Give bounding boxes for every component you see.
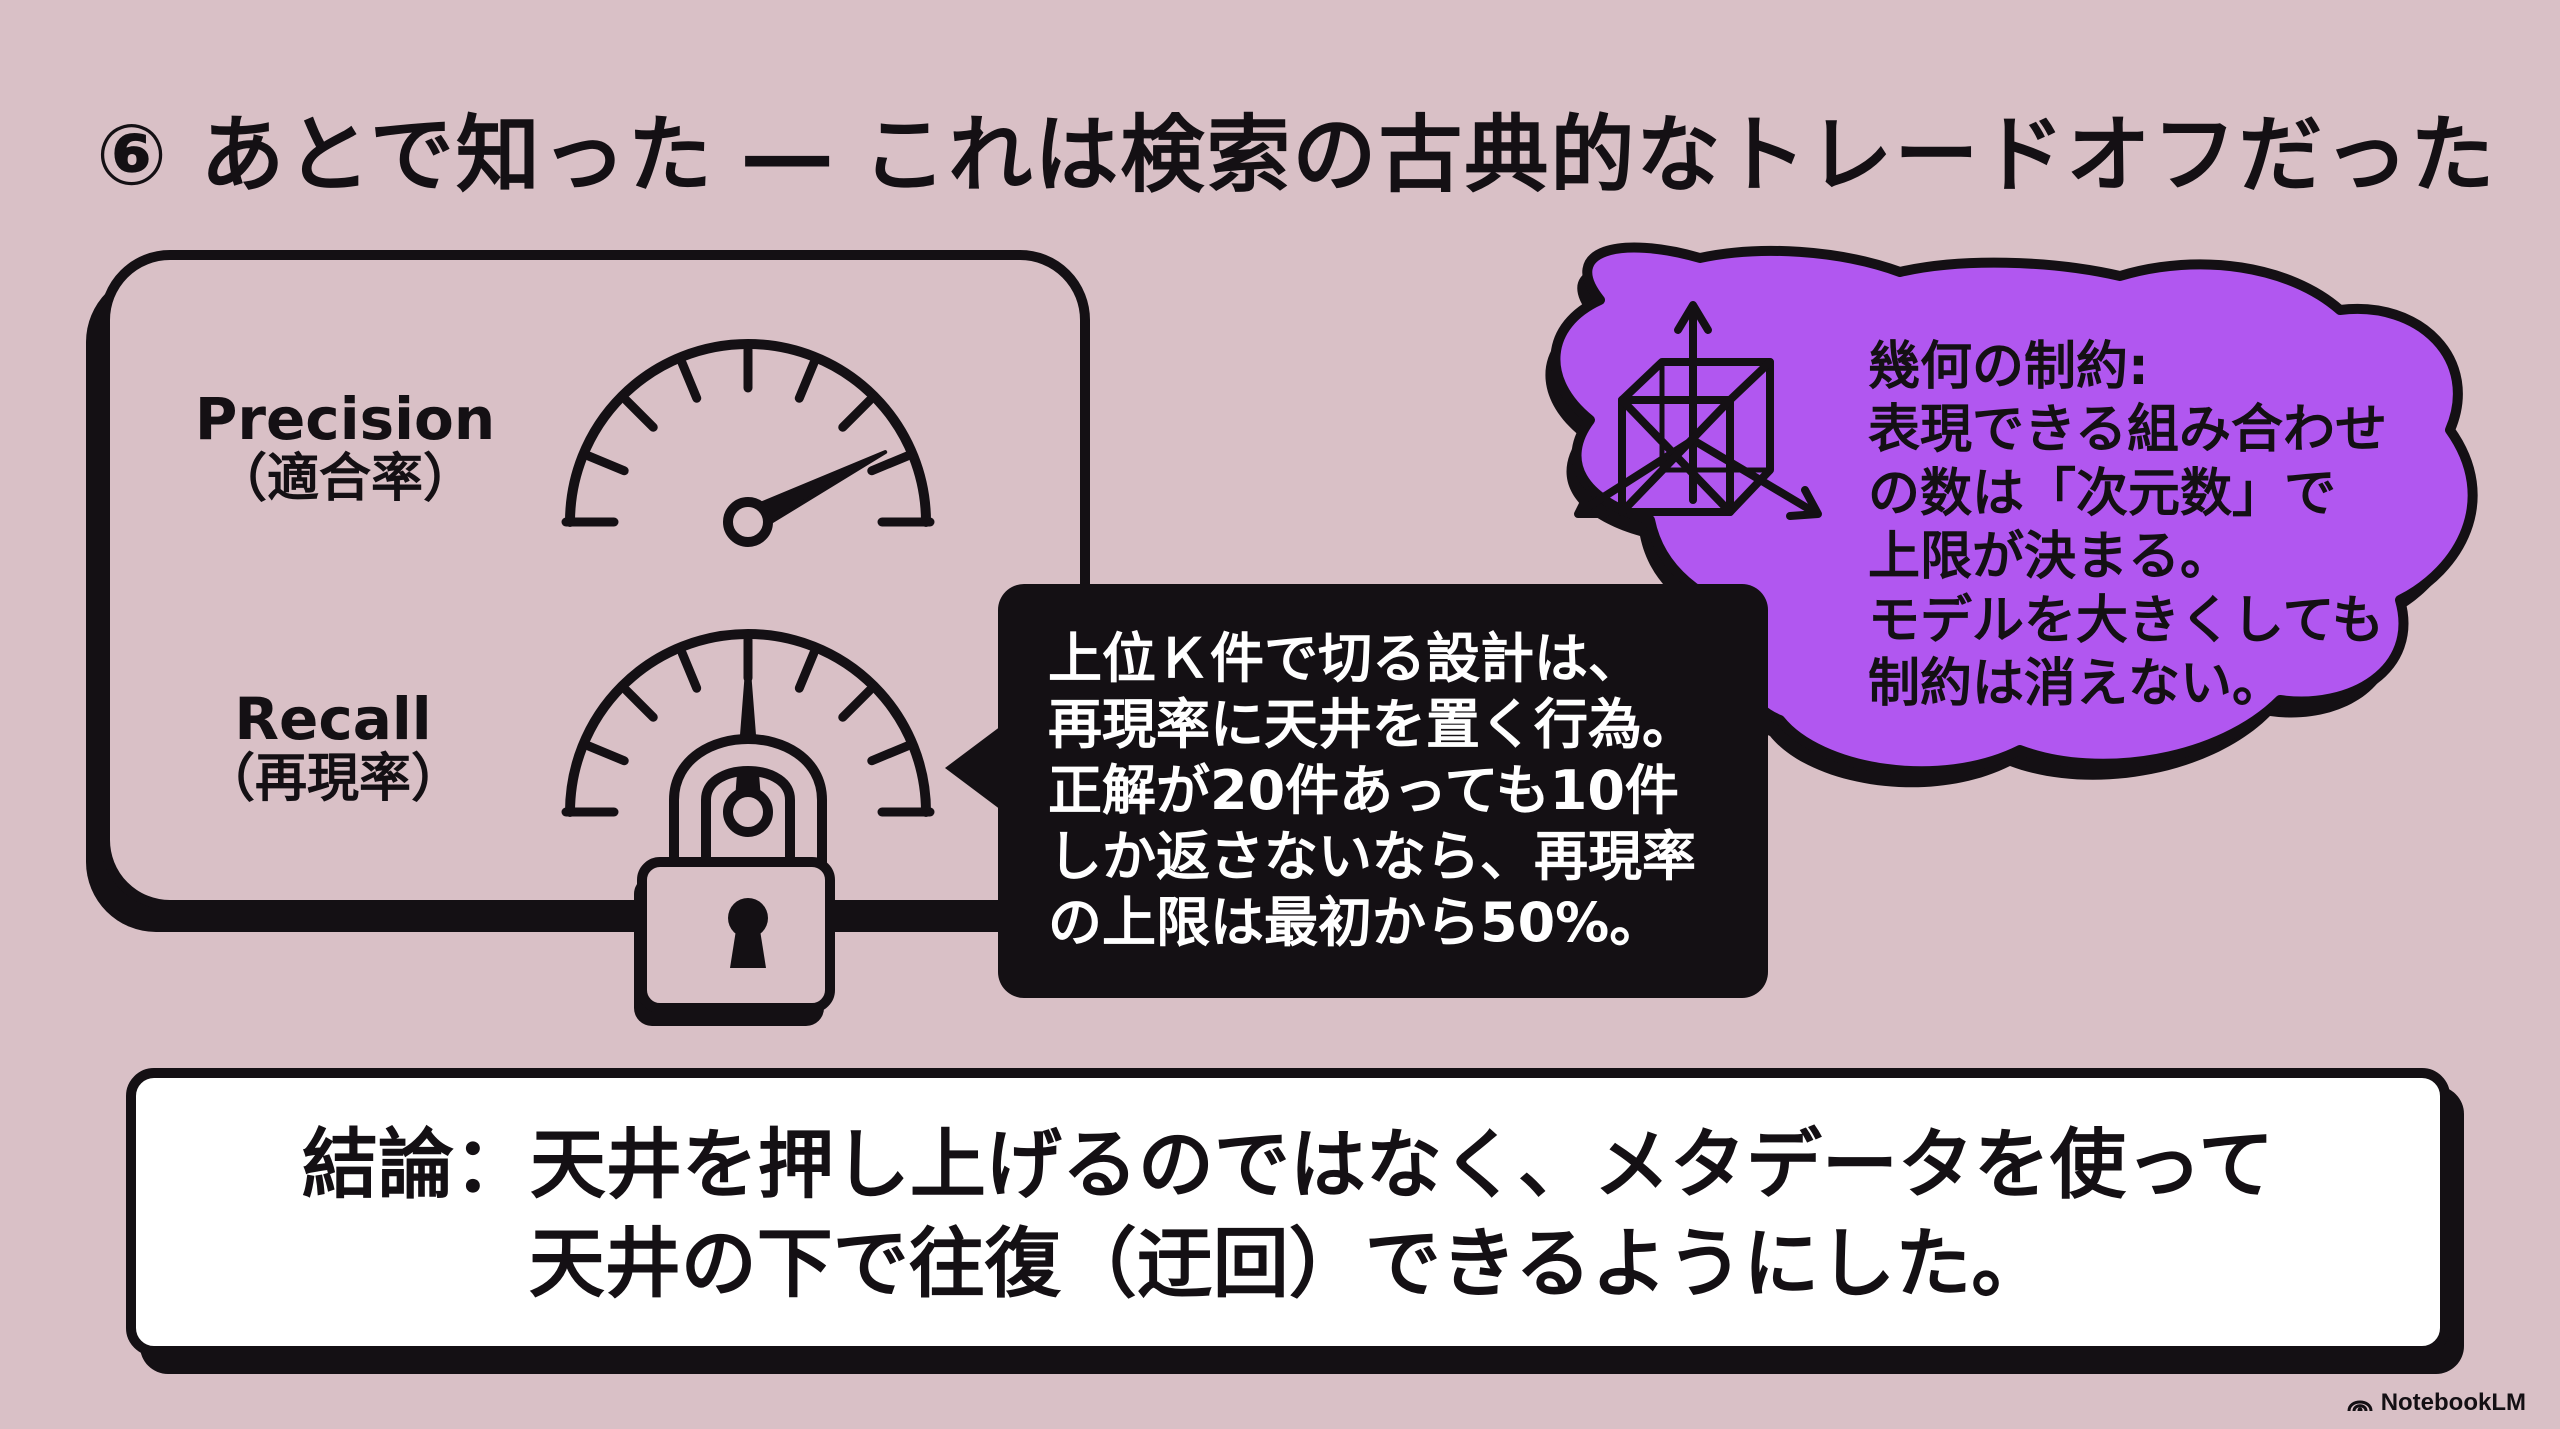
recall-gauge-tick <box>794 648 819 693</box>
cloud-text: 幾何の制約: 表現できる組み合わせ の数は「次元数」で 上限が決まる。 モデルを… <box>1868 337 2387 715</box>
precision-label: Precision <box>194 385 496 453</box>
watermark: NotebookLM <box>2347 1389 2526 1417</box>
conclusion-line-2: 天井の下で往復（迂回）できるようにした。 <box>528 1218 2048 1308</box>
cloud-shape <box>1545 242 2478 788</box>
precision-sublabel: （適合率） <box>214 448 475 509</box>
recall-label: Recall <box>234 685 432 753</box>
recall-gauge-tick <box>677 648 702 693</box>
conclusion-box: 結論：天井を押し上げるのではなく、メタデータを使って 天井の下で往復（迂回）でき… <box>126 1068 2450 1356</box>
precision-gauge-tick <box>584 451 629 476</box>
recall-gauge <box>561 629 935 837</box>
recall-gauge-tick <box>867 741 912 766</box>
callout-text: 上位Ｋ件で切る設計は、 再現率に天井を置く行為。 正解が20件あっても10件 し… <box>1048 627 1696 954</box>
callout-tail <box>945 726 1001 810</box>
precision-gauge-tick <box>838 395 875 432</box>
recall-gauge-arc <box>565 629 931 817</box>
precision-gauge-tick <box>867 451 912 476</box>
precision-gauge <box>561 339 935 547</box>
recall-gauge-hub <box>723 787 773 837</box>
page-title: ⑥ あとで知った ― これは検索の古典的なトレードオフだった <box>96 106 2497 204</box>
recall-gauge-tick <box>838 685 875 722</box>
recall-sublabel: （再現率） <box>202 748 463 809</box>
callout-box: 上位Ｋ件で切る設計は、 再現率に天井を置く行為。 正解が20件あっても10件 し… <box>998 584 1768 998</box>
precision-gauge-tick <box>621 395 658 432</box>
precision-gauge-hub <box>723 497 773 547</box>
precision-gauge-arc <box>565 339 931 527</box>
recall-gauge-tick <box>621 685 658 722</box>
cube-axes-icon <box>1574 301 1822 520</box>
recall-label-group: Recall （再現率） <box>168 688 498 807</box>
precision-gauge-tick <box>794 358 819 403</box>
precision-label-group: Precision （適合率） <box>180 388 510 507</box>
notebooklm-logo-icon <box>2347 1400 2373 1412</box>
padlock-icon <box>634 734 835 1026</box>
precision-gauge-tick <box>677 358 702 403</box>
recall-gauge-tick <box>584 741 629 766</box>
watermark-text: NotebookLM <box>2380 1389 2526 1416</box>
conclusion-line-1: 結論：天井を押し上げるのではなく、メタデータを使って <box>301 1120 2275 1209</box>
